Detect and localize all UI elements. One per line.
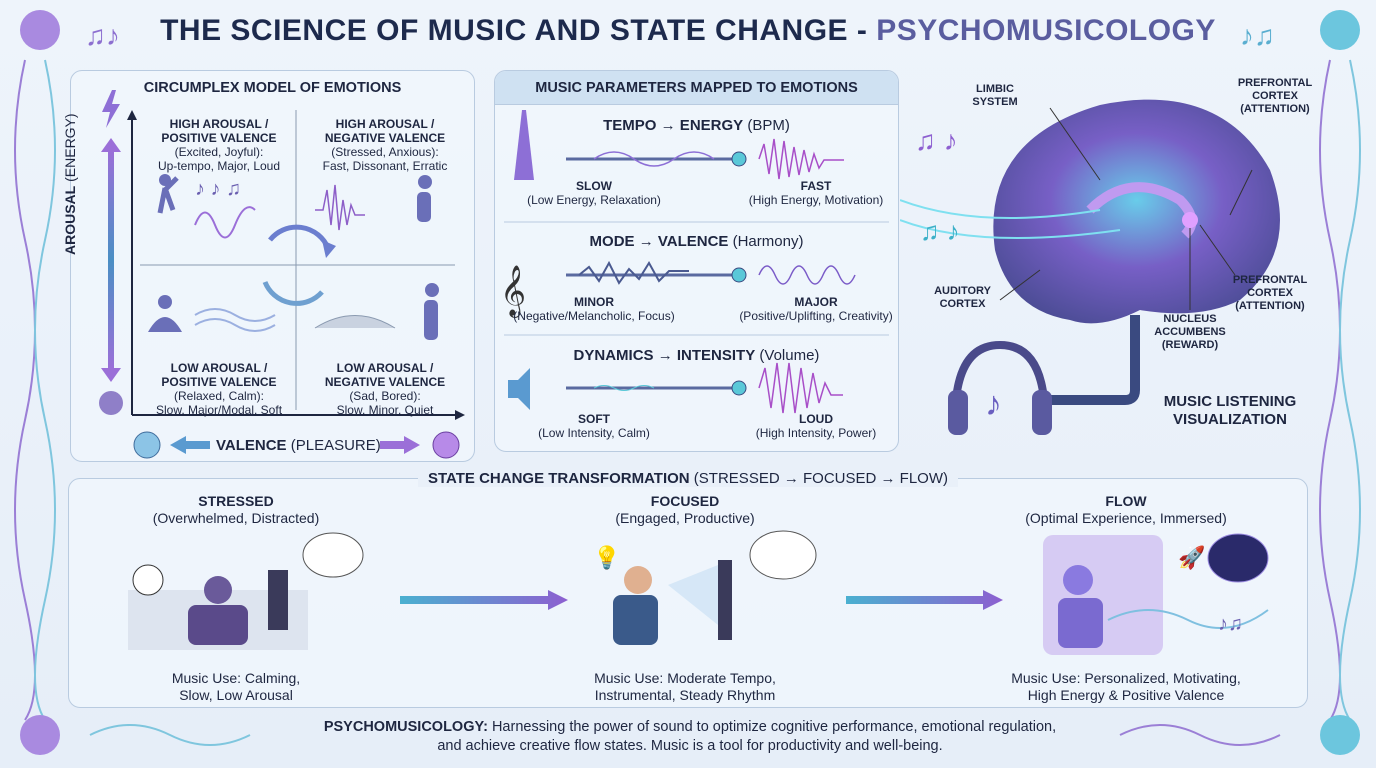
brain-illustration: ♫ ♪ ♫ ♪ ♪ xyxy=(900,99,1280,435)
focused-music-use: Music Use: Moderate Tempo,Instrumental, … xyxy=(594,670,776,703)
dynamics-loud-label: LOUD(High Intensity, Power) xyxy=(755,412,877,440)
svg-text:♫ ♪: ♫ ♪ xyxy=(915,125,958,156)
sad-person-icon xyxy=(425,283,439,297)
svg-text:♫♪: ♫♪ xyxy=(85,20,120,51)
thought-bubble-icon xyxy=(302,532,364,578)
rocket-icon: 🚀 xyxy=(1178,545,1205,570)
thought-bubble-icon xyxy=(749,530,817,580)
arrow-right-icon xyxy=(400,590,568,610)
params-heading: MUSIC PARAMETERS MAPPED TO EMOTIONS xyxy=(535,80,858,96)
footer-summary: PSYCHOMUSICOLOGY: Harnessing the power o… xyxy=(323,719,1057,754)
arrow-right-icon xyxy=(380,436,420,454)
quadrant-low-negative: LOW AROUSAL /NEGATIVE VALENCE(Sad, Bored… xyxy=(324,361,446,417)
mode-minor-label: MINOR(Negative/Melancholic, Focus) xyxy=(513,295,675,323)
focused-person-illustration: 💡 xyxy=(593,530,817,645)
tempo-fast-label: FAST(High Energy, Motivation) xyxy=(748,179,884,207)
quadrant-high-positive: HIGH AROUSAL /POSITIVE VALENCE(Excited, … xyxy=(157,117,281,173)
params-graphics: 𝄞 xyxy=(500,110,889,414)
lightning-icon xyxy=(102,90,120,128)
arrow-left-icon xyxy=(170,436,210,454)
arousal-axis-label: AROUSAL (ENERGY) xyxy=(62,113,78,255)
brain-icon xyxy=(20,10,60,50)
brain-icon xyxy=(993,99,1280,324)
valence-axis-label: VALENCE (PLEASURE) xyxy=(216,437,381,454)
dynamics-soft-label: SOFT(Low Intensity, Calm) xyxy=(538,412,650,440)
meditating-icon xyxy=(158,295,172,309)
speaker-icon xyxy=(508,368,530,410)
circumplex-panel xyxy=(70,70,475,462)
state-stressed: STRESSED(Overwhelmed, Distracted) xyxy=(152,493,320,526)
headphones-icon: ♪ xyxy=(948,340,1052,435)
tempo-slider-handle xyxy=(731,151,747,167)
cycle-arrow-icon xyxy=(322,240,336,258)
treble-clef-icon: 𝄞 xyxy=(500,266,526,318)
flow-person-illustration: 🚀 ♪♫ xyxy=(1043,533,1269,655)
clock-icon xyxy=(132,564,164,596)
mode-major-label: MAJOR(Positive/Uplifting, Creativity) xyxy=(739,295,893,323)
stressed-music-use: Music Use: Calming,Slow, Low Arousal xyxy=(171,670,301,703)
svg-text:♪♫: ♪♫ xyxy=(1240,20,1275,51)
arrow-right-icon xyxy=(846,590,1003,610)
happy-face-icon xyxy=(432,431,460,459)
mode-title: MODE → VALENCE (Harmony) xyxy=(589,233,804,250)
lightbulb-icon: 💡 xyxy=(593,545,620,570)
sad-face-icon xyxy=(133,431,161,459)
quadrant-low-positive: LOW AROUSAL /POSITIVE VALENCE(Relaxed, C… xyxy=(155,361,283,417)
quadrant-high-negative: HIGH AROUSAL /NEGATIVE VALENCE(Stressed,… xyxy=(322,117,448,173)
page-title: THE SCIENCE OF MUSIC AND STATE CHANGE - … xyxy=(160,14,1216,47)
sloth-icon xyxy=(99,391,123,415)
nucleus-accumbens-marker xyxy=(1182,212,1198,228)
brain-icon xyxy=(20,715,60,755)
svg-text:♪: ♪ xyxy=(985,385,1002,423)
brain-icon xyxy=(1320,10,1360,50)
svg-text:♪♫: ♪♫ xyxy=(1218,613,1243,635)
svg-text:♪ ♪ ♫: ♪ ♪ ♫ xyxy=(195,178,241,200)
stressed-person-icon xyxy=(418,175,432,189)
flow-music-use: Music Use: Personalized, Motivating,High… xyxy=(1011,670,1241,703)
state-illustrations: 💡 🚀 ♪♫ xyxy=(128,530,1269,655)
dynamics-title: DYNAMICS → INTENSITY (Volume) xyxy=(573,347,820,364)
brain-bubble-icon xyxy=(1207,533,1269,583)
tempo-slow-label: SLOW(Low Energy, Relaxation) xyxy=(527,179,661,207)
dynamics-slider-handle xyxy=(731,380,747,396)
tempo-title: TEMPO → ENERGY (BPM) xyxy=(603,117,790,134)
state-flow: FLOW(Optimal Experience, Immersed) xyxy=(1025,493,1227,526)
dancer-icon xyxy=(159,174,171,186)
brain-icon xyxy=(1320,715,1360,755)
circumplex-axes: ♪ ♪ ♫ xyxy=(99,90,465,459)
circumplex-heading: CIRCUMPLEX MODEL OF EMOTIONS xyxy=(143,80,402,96)
metronome-icon xyxy=(514,110,534,180)
svg-text:♫ ♪: ♫ ♪ xyxy=(920,216,960,246)
mode-slider-handle xyxy=(731,267,747,283)
stressed-person-illustration xyxy=(128,532,364,650)
state-focused: FOCUSED(Engaged, Productive) xyxy=(615,493,755,526)
state-change-heading: STATE CHANGE TRANSFORMATION (STRESSED → … xyxy=(418,470,958,487)
